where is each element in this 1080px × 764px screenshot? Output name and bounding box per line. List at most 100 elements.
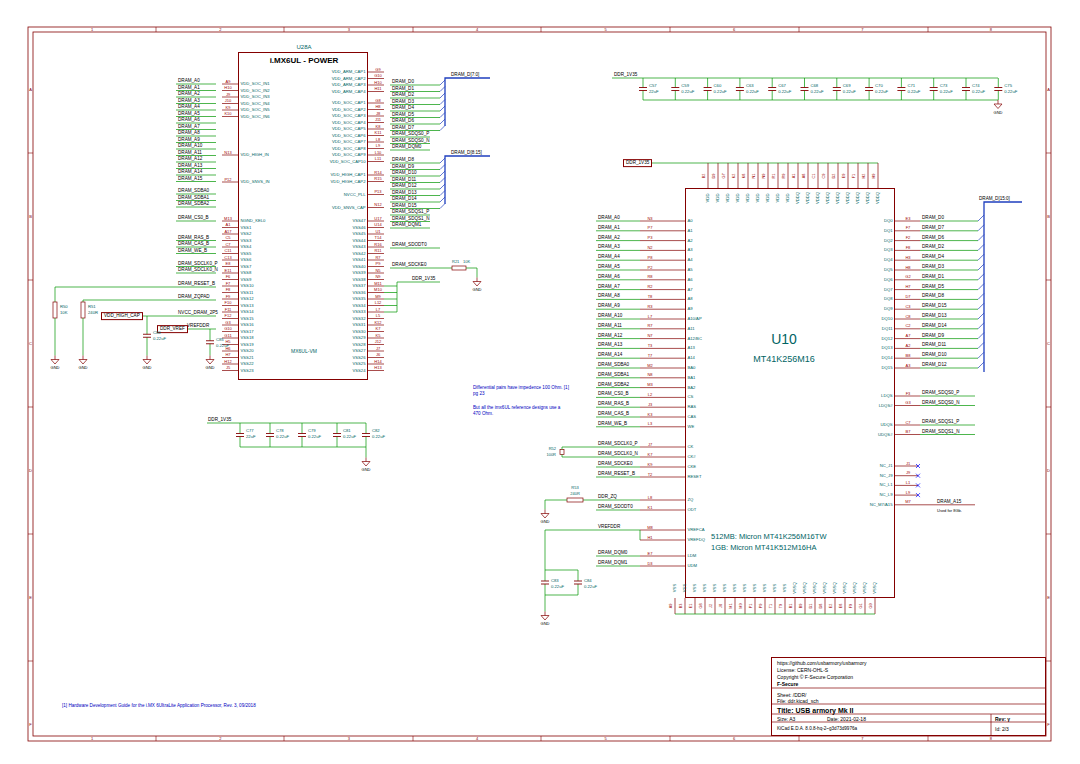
pin-line [875,598,876,614]
pin-name: VSSQ [843,582,847,594]
pin-line [775,598,776,614]
pin-line [808,163,809,188]
pin-name: BA0 [688,366,696,370]
pin-name: WE [688,425,695,429]
pin-name: NVCC_PLL [344,192,366,196]
pin-number: E11 [225,269,232,273]
pin-name: VSS [683,584,687,592]
pin-number: C8 [905,315,910,319]
zone-marker: 6 [733,28,735,32]
title-block-text: Rev: γ [995,717,1010,722]
bus-entry [440,119,445,124]
pin-name: DQ6 [884,278,893,282]
pin-line [368,312,384,313]
pin-name: NC_J1 [880,464,893,468]
bus-entry [978,313,984,319]
pin-name: A12/BC [688,336,702,340]
net-label: DRAM_DQM0 [598,551,627,556]
pin-number: E1 [690,604,694,609]
net-label: DRAM_A4 [178,105,200,110]
net-label: DRAM_SDQS1_P [922,420,959,425]
pin-number: F7 [906,226,911,230]
pin-name: LDQS# [879,403,893,407]
wire [804,91,805,101]
pin-name: VSS [733,584,737,592]
pin-line [222,331,238,332]
resistor-symbol [81,302,85,318]
pin-number: R7 [375,256,380,260]
pin-name: DQ8 [884,297,893,301]
pin-name: VDD_SOC_CAP1 [332,101,366,105]
net-label: DRAM_DQM1 [392,223,421,228]
pin-line [368,194,384,195]
zone-tick [670,736,671,741]
pin-line [818,163,819,188]
wire [390,228,430,229]
wire [596,358,640,359]
pin-number: D9 [713,174,717,179]
pin-line [895,434,920,435]
pin-name: VSS20 [241,349,254,353]
pin-line [222,325,238,326]
pin-number: F12 [225,314,232,318]
pin-line [368,364,384,365]
title-block-text: Id: 2/3 [995,727,1009,732]
pin-line [640,447,685,448]
net-label: DRAM_RAS_B [178,235,209,240]
pin-line [222,90,238,91]
pin-name: VSS31 [352,323,365,327]
pin-name: VDD_SOC_CAP8 [332,146,366,150]
pin-name: A9 [688,307,693,311]
pin-line [368,234,384,235]
pin-number: K2 [733,174,737,179]
pin-number: L10 [375,151,382,155]
net-label: DRAM_D12 [922,363,947,368]
pin-line [368,357,384,358]
wire [384,312,397,313]
wire [562,457,640,458]
pin-line [368,116,384,117]
ground-symbol [147,356,148,360]
component-label: 0.22uF [940,90,953,94]
pin-name: VDD_ARM_CAP1 [332,70,366,74]
pin-number: D2 [833,174,837,179]
net-label: DRAM_D10 [922,353,947,358]
pin-number: G11 [224,334,231,338]
pin-number: J2 [710,604,714,608]
component-label: C83 [551,579,559,583]
net-label: DRAM_SDCLK0_N [178,268,218,273]
net-label: DRAM_D14 [392,197,417,202]
pin-number: H1 [647,536,652,540]
net-label: DRAM_SDQS1_P [392,210,429,215]
component-label: R52 [549,447,556,451]
zone-marker: 1 [91,28,93,32]
pin-line [895,348,920,349]
pin-line [895,319,920,320]
pin-name: VSS32 [352,316,365,320]
pin-line [368,292,384,293]
pin-number: D8 [820,604,824,609]
pin-number: F1 [853,174,857,178]
pin-number: E8 [840,604,844,609]
pin-number: F9 [226,295,231,299]
pin-number: A2 [906,344,911,348]
capacitor-symbol [833,87,841,88]
pin-name: VSS18 [241,336,254,340]
pin-line [368,103,384,104]
pin-name: VSS17 [241,329,254,333]
pin-line [895,485,918,486]
bus-entry [978,284,984,290]
pin-line [222,182,238,183]
pin-line [222,116,238,117]
component-label: C68 [811,84,819,88]
pin-line [222,273,238,274]
pin-name: VSS9 [241,277,252,281]
pin-name: VDD_SNVS_IN [241,180,270,184]
pin-line [222,279,238,280]
bus-entry [440,80,445,85]
pin-line [368,91,384,92]
pin-number: B3 [680,604,684,609]
pin-name: VDDQ [846,192,850,204]
part-reference: U10 [771,332,797,346]
zone-tick [284,736,285,741]
